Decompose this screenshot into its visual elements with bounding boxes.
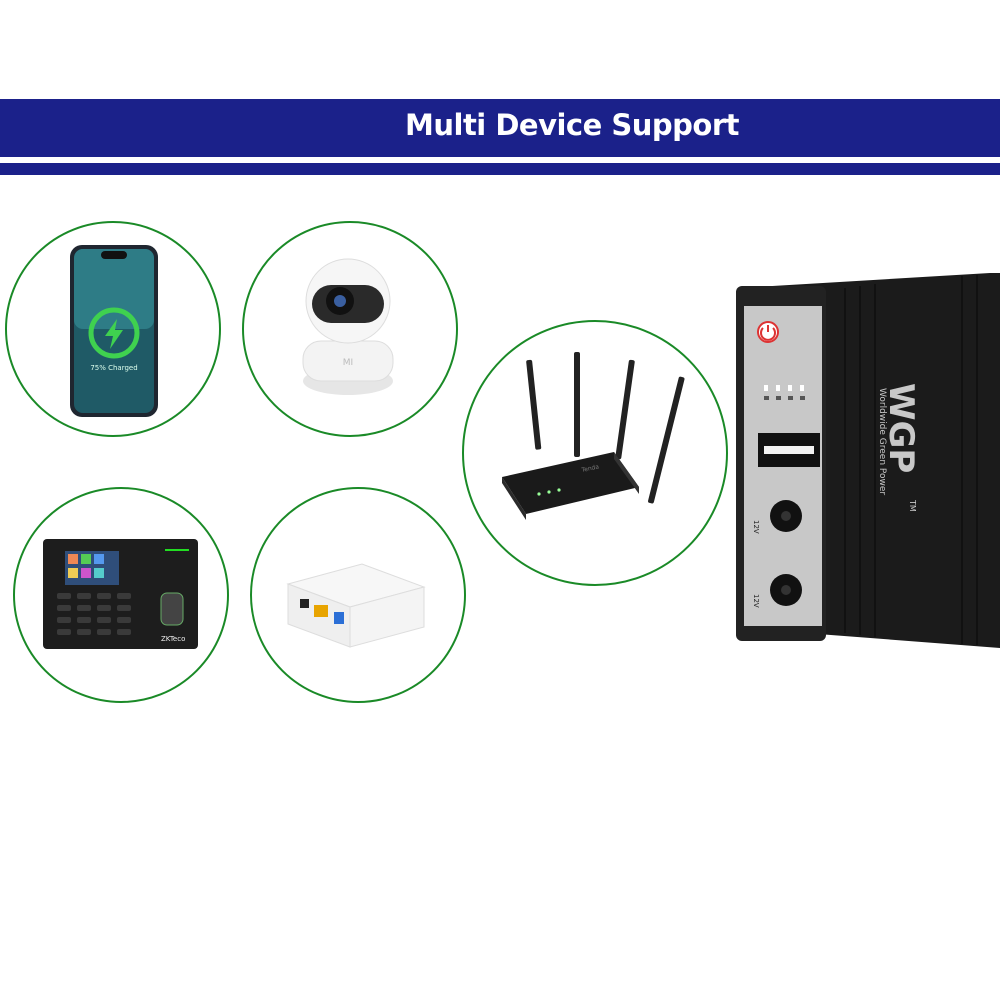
ups-device: 12V 12V WGP TM Worldwide Green Power	[736, 273, 1000, 648]
camera-icon: MI	[302, 258, 394, 395]
device-circle-smartphone: 75% Charged	[5, 221, 221, 437]
banner-divider	[0, 157, 1000, 163]
banner-title: Multi Device Support	[405, 108, 740, 142]
port-label-2: 12V	[752, 594, 760, 608]
ups-trademark: TM	[908, 499, 917, 512]
router-brand: Tenda	[580, 463, 600, 474]
terminal-icon: ZKTeco	[43, 539, 198, 649]
modem-icon	[286, 563, 426, 648]
banner-strip	[0, 163, 1000, 175]
camera-logo: MI	[343, 358, 353, 368]
device-circle-modem	[250, 487, 466, 703]
terminal-brand: ZKTeco	[161, 635, 185, 643]
ups-tagline: Worldwide Green Power	[877, 388, 887, 495]
header-banner: Multi Device Support	[0, 99, 1000, 157]
router-icon: Tenda	[502, 352, 685, 520]
ups-brand-logo: WGP	[881, 383, 921, 473]
phone-screen-text: 75% Charged	[90, 364, 137, 372]
device-circle-terminal: ZKTeco	[13, 487, 229, 703]
device-circle-router: Tenda	[462, 320, 728, 586]
port-label-1: 12V	[752, 520, 760, 534]
smartphone-icon: 75% Charged	[70, 245, 158, 417]
device-circle-camera: MI	[242, 221, 458, 437]
